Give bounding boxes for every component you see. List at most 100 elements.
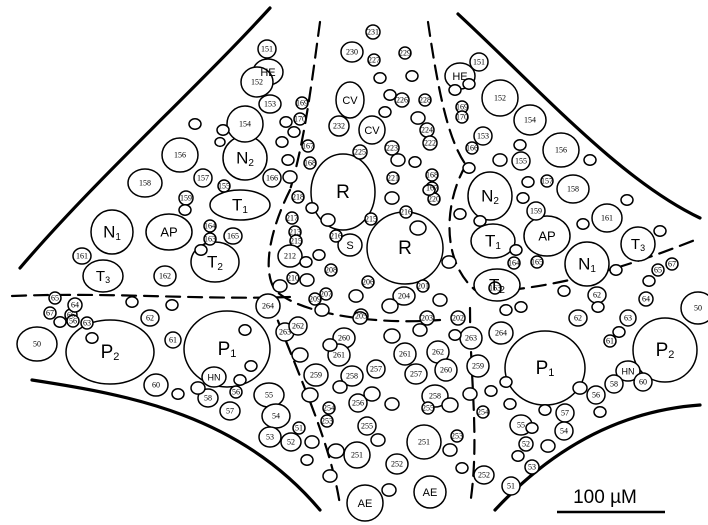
neuron-label-260-97: 260 (338, 333, 350, 342)
neuron-label-63-78: 63 (83, 318, 91, 327)
neuron-label-213-20: 213 (289, 227, 301, 236)
neuron-unlabelled-88 (442, 256, 456, 268)
neuron-label-202-32: 202 (452, 313, 464, 322)
neuron-unlabelled-14 (323, 339, 337, 351)
neuron-label-65-74: 65 (654, 265, 662, 274)
neuron-unlabelled-33 (273, 280, 287, 292)
neuron-unlabelled-66 (539, 405, 551, 416)
neuron-label-154-54: 154 (524, 115, 536, 124)
neuron-label-162-51: 162 (159, 271, 171, 280)
neuron-unlabelled-34 (300, 274, 314, 286)
neuron-label-226-4: 226 (396, 95, 408, 104)
neuron-unlabelled-64 (573, 382, 587, 394)
neuron-label-170-56: 170 (456, 112, 468, 121)
neuron-label-253-112: 253 (321, 416, 333, 425)
neuron-unlabelled-40 (288, 127, 300, 138)
neuron-label-63-83: 63 (624, 313, 632, 322)
neuron-unlabelled-31 (382, 484, 396, 496)
neuron-label-154-38: 154 (239, 119, 251, 128)
label-r-7: R (398, 238, 412, 259)
neuron-unlabelled-60 (558, 286, 570, 297)
neuron-label-203-31: 203 (421, 313, 433, 322)
neuron-label-51-91: 51 (295, 423, 303, 432)
neuron-label-263-95: 263 (279, 327, 291, 336)
neuron-unlabelled-57 (239, 325, 251, 336)
neuron-label-161-64: 161 (601, 213, 613, 222)
neuron-unlabelled-74 (514, 140, 526, 151)
neuron-label-257-106: 257 (410, 369, 422, 378)
neuron-label-229-3: 229 (399, 48, 411, 57)
neuron-label-209-27: 209 (309, 294, 321, 303)
neuron-label-251-116: 251 (351, 450, 363, 459)
scale-bar: 100 µM (557, 487, 665, 512)
neuron-unlabelled-5 (391, 154, 405, 166)
neuron-unlabelled-37 (306, 203, 318, 214)
neuron-label-67-76: 67 (668, 259, 676, 268)
neuron-unlabelled-68 (541, 440, 555, 452)
neuron-unlabelled-82 (474, 216, 486, 227)
neuron-label-257-105: 257 (370, 364, 382, 373)
neuron-unlabelled-71 (485, 386, 497, 397)
neuron-label-156-60: 156 (555, 145, 567, 154)
neuron-unlabelled-6 (409, 157, 421, 168)
neuron-label-53-127: 53 (528, 462, 536, 471)
neuron-label-227-2: 227 (368, 55, 380, 64)
label-ap-11: AP (538, 228, 555, 243)
neuron-unlabelled-73 (493, 154, 507, 166)
neuron-unlabelled-72 (500, 377, 512, 388)
neuron-label-53-92: 53 (266, 432, 274, 441)
label-ae-25: AE (358, 498, 373, 510)
neuron-unlabelled-39 (276, 137, 288, 148)
label-ae-26: AE (423, 487, 438, 499)
neuron-unlabelled-48 (179, 205, 191, 216)
neuron-label-161-50: 161 (76, 251, 88, 260)
neuron-label-216-15: 216 (400, 207, 412, 216)
neuron-label-62-80: 62 (574, 313, 582, 322)
neuron-label-167-39: 167 (302, 141, 314, 150)
neuron-label-223-9: 223 (386, 143, 398, 152)
neuron-label-258-104: 258 (346, 371, 358, 380)
neuron-label-222-10: 222 (424, 138, 436, 147)
neuron-label-263-101: 263 (465, 333, 477, 342)
neuron-label-153-35: 153 (264, 99, 276, 108)
neuron-label-52-129: 52 (522, 439, 530, 448)
neuron-label-208-23: 208 (325, 265, 337, 274)
neuron-unlabelled-46 (283, 171, 297, 183)
neuron-unlabelled-78 (522, 177, 534, 188)
neuron-label-62-82: 62 (593, 290, 601, 299)
neuron-unlabelled-80 (584, 155, 596, 166)
neuron-label-168-40: 168 (304, 158, 316, 167)
neuron-label-255-114: 255 (361, 421, 373, 430)
neuron-unlabelled-10 (382, 299, 398, 313)
neuron-label-218-17: 218 (292, 192, 304, 201)
neuron-unlabelled-16 (384, 329, 400, 343)
neuron-label-169-36: 169 (296, 98, 308, 107)
neuron-label-52-93: 52 (287, 437, 295, 446)
neuron-label-215-16: 215 (365, 214, 377, 223)
label-s-18: S (346, 240, 353, 252)
neuron-label-254-111: 254 (323, 403, 335, 412)
neuron-label-156-41: 156 (174, 150, 186, 159)
neuron-label-151-33: 151 (261, 44, 273, 53)
neuron-label-165-66: 165 (531, 257, 543, 266)
neuron-label-60-125: 60 (639, 377, 647, 386)
neuron-unlabelled-45 (189, 119, 201, 130)
neuron-unlabelled-2 (406, 71, 418, 82)
neuron-unlabelled-84 (510, 245, 522, 256)
neuron-label-169-55: 169 (456, 102, 468, 111)
neuron-label-61-81: 61 (169, 335, 177, 344)
neuron-label-65-71: 65 (51, 293, 59, 302)
neuron-unlabelled-50 (86, 333, 98, 344)
neuron-unlabelled-69 (512, 451, 524, 462)
neuron-label-57-88: 57 (226, 406, 234, 415)
neuron-unlabelled-18 (449, 330, 461, 341)
neuron-unlabelled-19 (302, 388, 318, 402)
neuron-label-60-85: 60 (152, 380, 160, 389)
neuron-label-251-117: 251 (418, 437, 430, 446)
neuron-unlabelled-38 (300, 257, 312, 268)
neuron-label-261-99: 261 (399, 349, 411, 358)
neuron-label-230-1: 230 (346, 47, 358, 56)
neuron-label-164-65: 164 (508, 258, 520, 267)
